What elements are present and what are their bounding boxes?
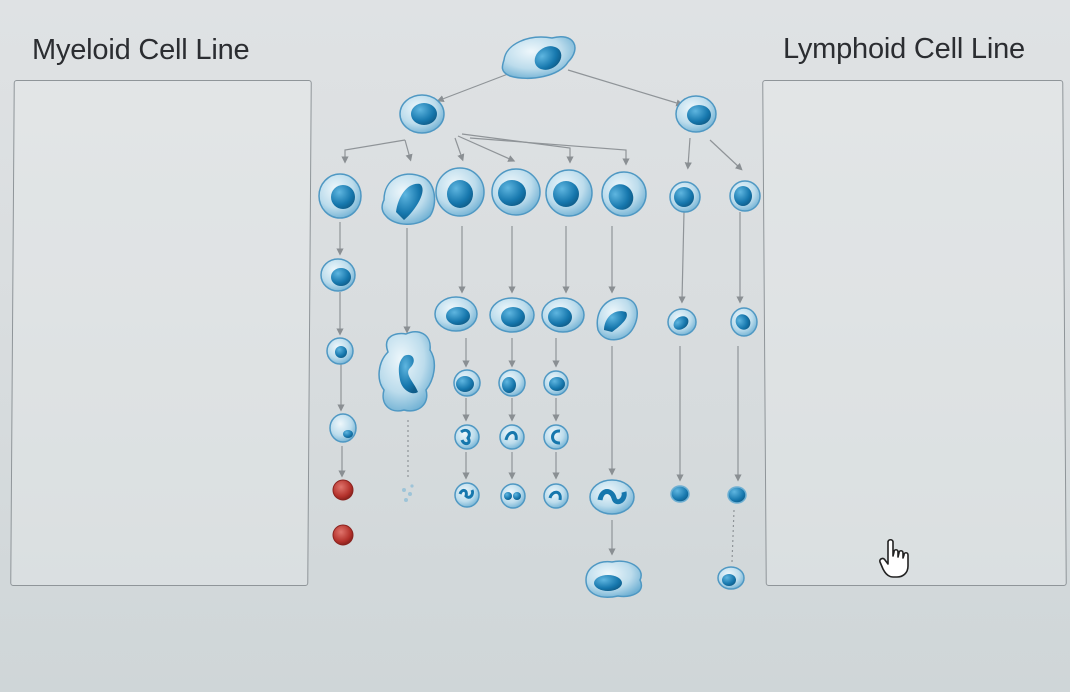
stem-cell[interactable] (501, 35, 576, 80)
myeloblast-cell-3[interactable] (545, 169, 593, 217)
myelocyte-cell-1[interactable] (453, 369, 481, 397)
prolymphocyte-cell-2[interactable] (730, 307, 758, 337)
myeloblast-cell-2[interactable] (491, 168, 541, 216)
lineage-connectors (336, 69, 744, 563)
reticulocyte-cell[interactable] (329, 413, 357, 443)
basophil-cell[interactable] (543, 483, 569, 509)
monoblast-cell[interactable] (601, 171, 647, 217)
myelocyte-row (453, 369, 569, 397)
megakaryoblast-cell[interactable] (381, 173, 436, 225)
lymphocyte-cell-1[interactable] (670, 485, 690, 503)
hand-pointer-icon (879, 538, 909, 578)
basophilic-erythroblast-cell[interactable] (320, 258, 356, 292)
promyelocyte-cell-2[interactable] (489, 297, 535, 333)
myelocyte-cell-2[interactable] (498, 369, 526, 397)
myelocyte-cell-3[interactable] (543, 370, 569, 396)
eosinophil-cell[interactable] (500, 483, 526, 509)
promyelocyte-cell-3[interactable] (541, 297, 585, 333)
neutrophil-cell[interactable] (454, 482, 480, 508)
plasma-cell[interactable] (717, 566, 745, 590)
monocyte-cell[interactable] (589, 479, 635, 515)
lymphoid-heading: Lymphoid Cell Line (783, 33, 1025, 65)
lymphoblast-cell-1[interactable] (669, 181, 701, 213)
lymphocyte-cell-2[interactable] (727, 486, 747, 504)
red-blood-cell-1[interactable] (332, 479, 354, 501)
macrophage-cell[interactable] (585, 560, 643, 598)
myeloid-heading: Myeloid Cell Line (32, 34, 250, 66)
platelets[interactable] (402, 484, 414, 502)
polychromatic-erythroblast-cell[interactable] (326, 337, 354, 365)
megakaryocyte-cell[interactable] (378, 330, 436, 412)
erythroid-chain (320, 258, 357, 546)
proerythroblast-cell[interactable] (318, 173, 362, 219)
promyelocyte-row (434, 296, 758, 341)
promyelocyte-cell-1[interactable] (434, 296, 478, 332)
red-blood-cell-2[interactable] (332, 524, 354, 546)
promonocyte-cell[interactable] (596, 297, 638, 341)
mature-leukocyte-row (454, 479, 747, 515)
metamyelocyte-row (454, 424, 569, 450)
lymphoblast-cell-2[interactable] (729, 180, 761, 212)
myeloblast-cell-1[interactable] (435, 167, 485, 217)
myeloid-progenitor-cell[interactable] (399, 94, 445, 134)
metamyelocyte-cell-2[interactable] (499, 424, 525, 450)
precursor-row-cells (318, 167, 761, 225)
lymphoid-progenitor-cell[interactable] (675, 95, 717, 133)
metamyelocyte-cell-3[interactable] (543, 424, 569, 450)
prolymphocyte-cell-1[interactable] (667, 308, 697, 336)
metamyelocyte-cell-1[interactable] (454, 424, 480, 450)
